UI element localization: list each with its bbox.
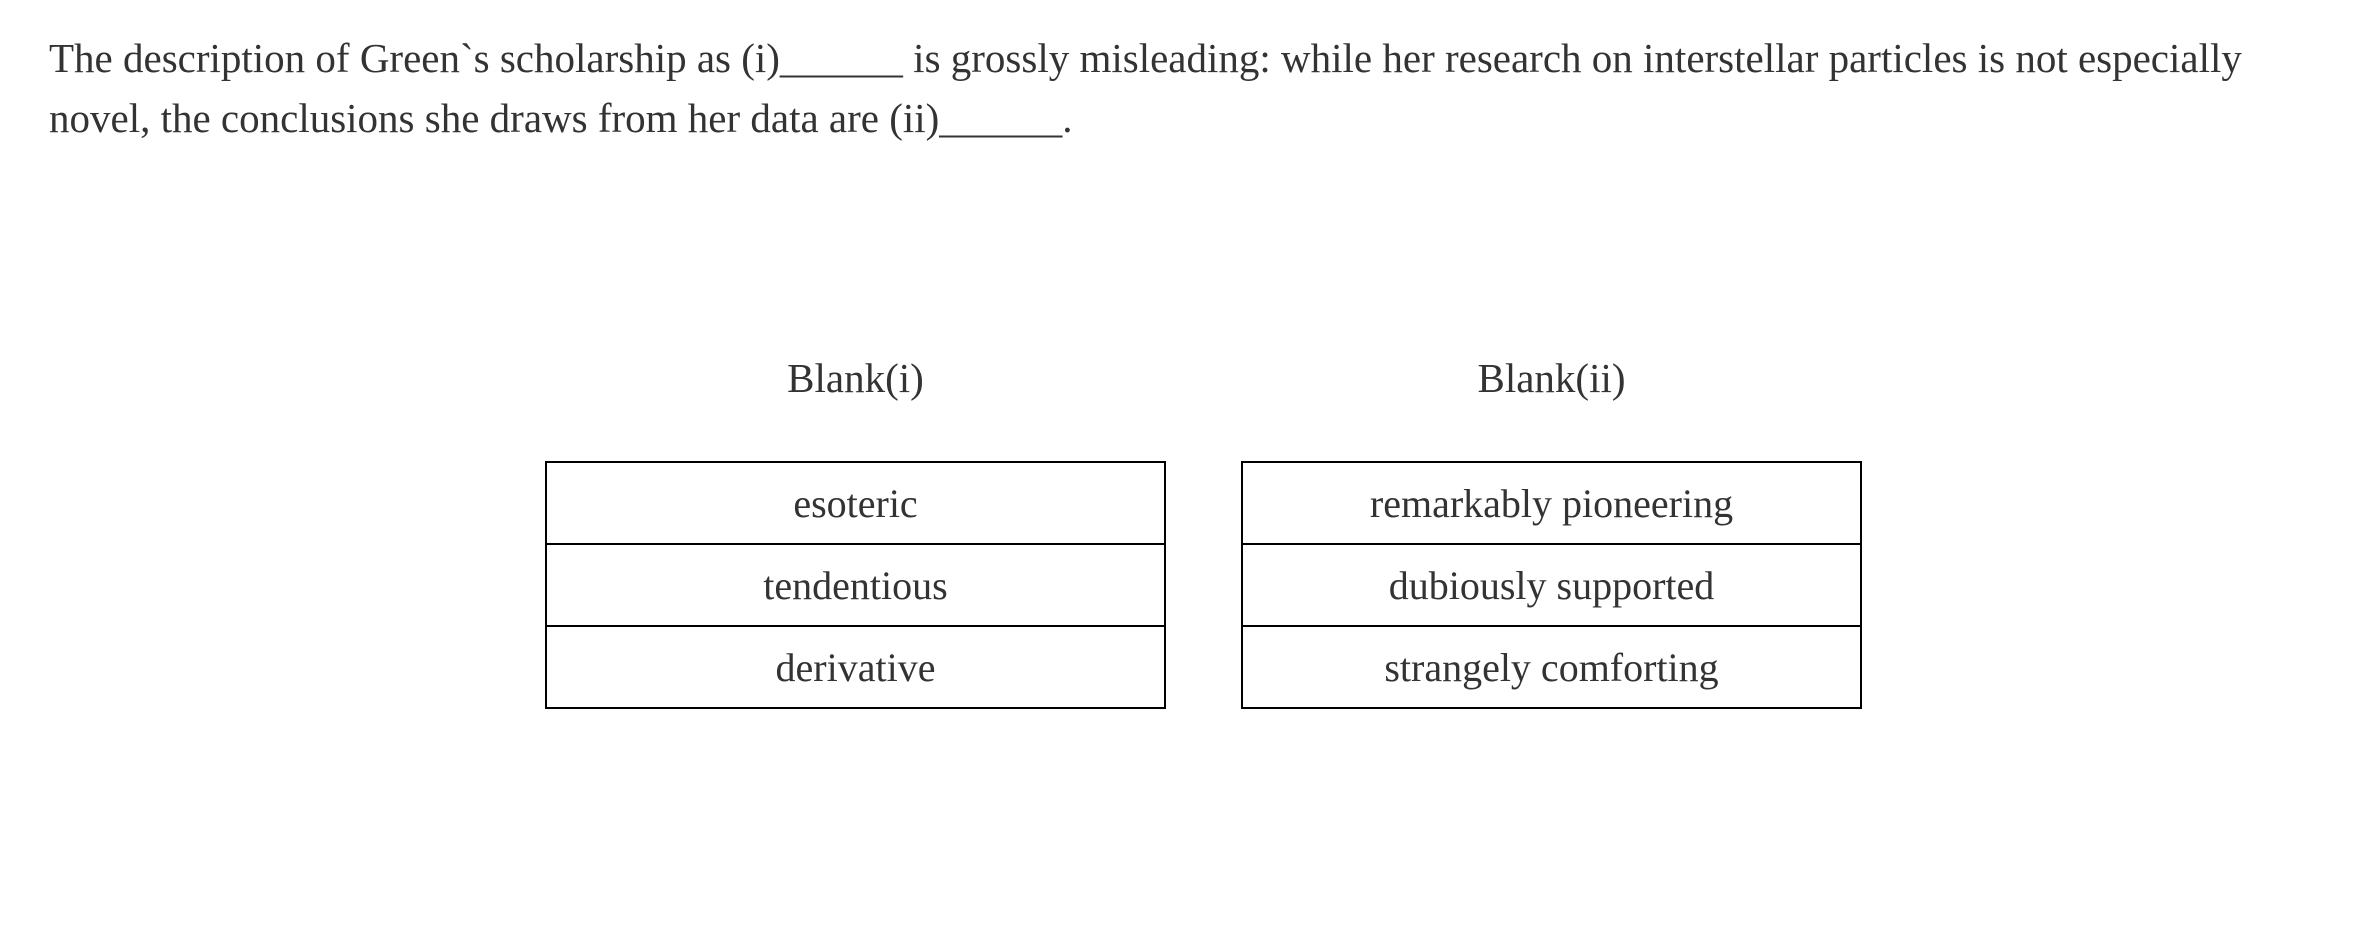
blank-i-heading: Blank(i)	[787, 355, 924, 401]
blank-i-choices: esoteric tendentious derivative	[545, 461, 1166, 709]
blank-ii-choice-dubiously-supported[interactable]: dubiously supported	[1243, 545, 1860, 627]
blank-ii-choice-strangely-comforting[interactable]: strangely comforting	[1384, 644, 1719, 690]
blank-ii-choices: remarkably pioneering dubiously supporte…	[1241, 461, 1862, 709]
blank-ii-heading: Blank(ii)	[1477, 355, 1626, 401]
blank-ii-choice-remarkably-pioneering[interactable]: remarkably pioneering	[1243, 463, 1860, 545]
question-text: The description of Green`s scholarship a…	[49, 35, 2242, 141]
blank-i-choice-tendentious[interactable]: tendentious	[547, 545, 1164, 627]
blank-i-choice-derivative[interactable]: derivative	[775, 644, 936, 690]
blank-i-choice-esoteric[interactable]: esoteric	[547, 463, 1164, 545]
